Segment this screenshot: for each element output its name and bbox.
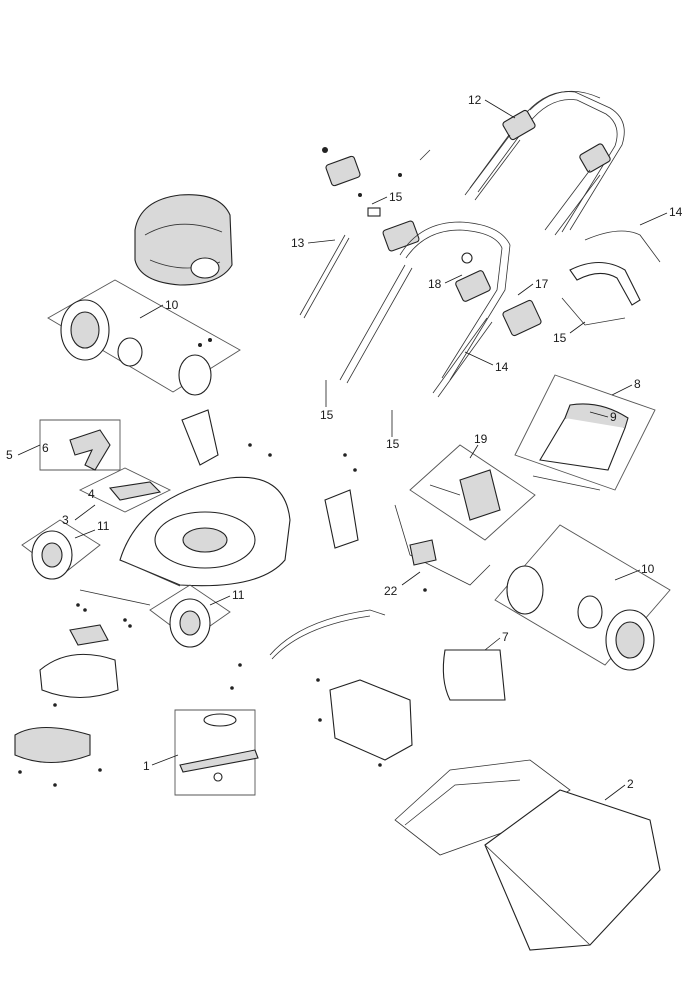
cable-13 [299, 234, 346, 316]
callout-11-left: 11 [97, 519, 110, 533]
box-3 [78, 467, 172, 513]
part-4-insert [108, 481, 162, 501]
height-adjust-22 [269, 504, 491, 660]
callout-3: 3 [62, 513, 69, 527]
upper-handle [464, 90, 625, 236]
motor-21 [409, 444, 536, 541]
callout-11-right: 11 [232, 588, 245, 602]
callout-8: 8 [634, 377, 641, 391]
part-6-flap [69, 429, 111, 471]
callout-2: 2 [627, 777, 634, 791]
callout-16: 14 [669, 205, 683, 219]
front-axle [79, 589, 151, 606]
mower-deck [119, 476, 291, 587]
rear-chute [329, 679, 413, 761]
fasteners [18, 443, 427, 787]
callout-22: 22 [384, 584, 398, 598]
base-plate [14, 727, 91, 763]
callout-15-right: 15 [386, 437, 400, 451]
part-7-flap [442, 649, 506, 701]
callout-12: 12 [468, 93, 482, 107]
front-cover [39, 653, 119, 698]
battery-cover [134, 194, 233, 286]
part-16-cable [584, 230, 661, 263]
part-17-cable [561, 297, 626, 326]
callout-13: 13 [291, 236, 305, 250]
cable-14 [432, 317, 488, 394]
wheel-assembly-10-right [494, 524, 671, 671]
rear-bracket [181, 409, 219, 466]
switch-box-parts [322, 147, 431, 252]
front-wheel-11-left [21, 519, 101, 580]
callout-18: 15 [389, 190, 403, 204]
callout-14: 14 [495, 360, 509, 374]
callout-21: 19 [474, 432, 488, 446]
front-wheel-11-right [149, 584, 231, 648]
callout-15-left: 15 [320, 408, 334, 422]
callout-17: 15 [553, 331, 567, 345]
callout-9: 9 [610, 410, 617, 424]
lower-handle [339, 221, 511, 384]
catcher-lid-8-9 [514, 374, 656, 491]
grass-catcher-2 [394, 759, 661, 951]
callout-6: 6 [42, 441, 49, 455]
callout-20: 18 [428, 277, 442, 291]
part-20-bracket [455, 270, 491, 302]
front-cover-top [69, 624, 109, 646]
side-bracket [324, 489, 359, 549]
part-16-grip [569, 261, 641, 306]
callout-19: 17 [535, 277, 549, 291]
blade-assembly-1 [174, 709, 259, 796]
callout-5: 5 [6, 448, 13, 462]
callout-1: 1 [143, 759, 150, 773]
callout-10-top: 10 [165, 298, 179, 312]
callout-7: 7 [502, 630, 509, 644]
part-19-switch [502, 299, 542, 337]
callout-4: 4 [88, 487, 95, 501]
callouts: 12 15 14 13 18 17 10 15 14 8 15 9 [6, 93, 683, 801]
callout-10-right: 10 [641, 562, 655, 576]
wheel-assembly-10-left [47, 279, 241, 396]
